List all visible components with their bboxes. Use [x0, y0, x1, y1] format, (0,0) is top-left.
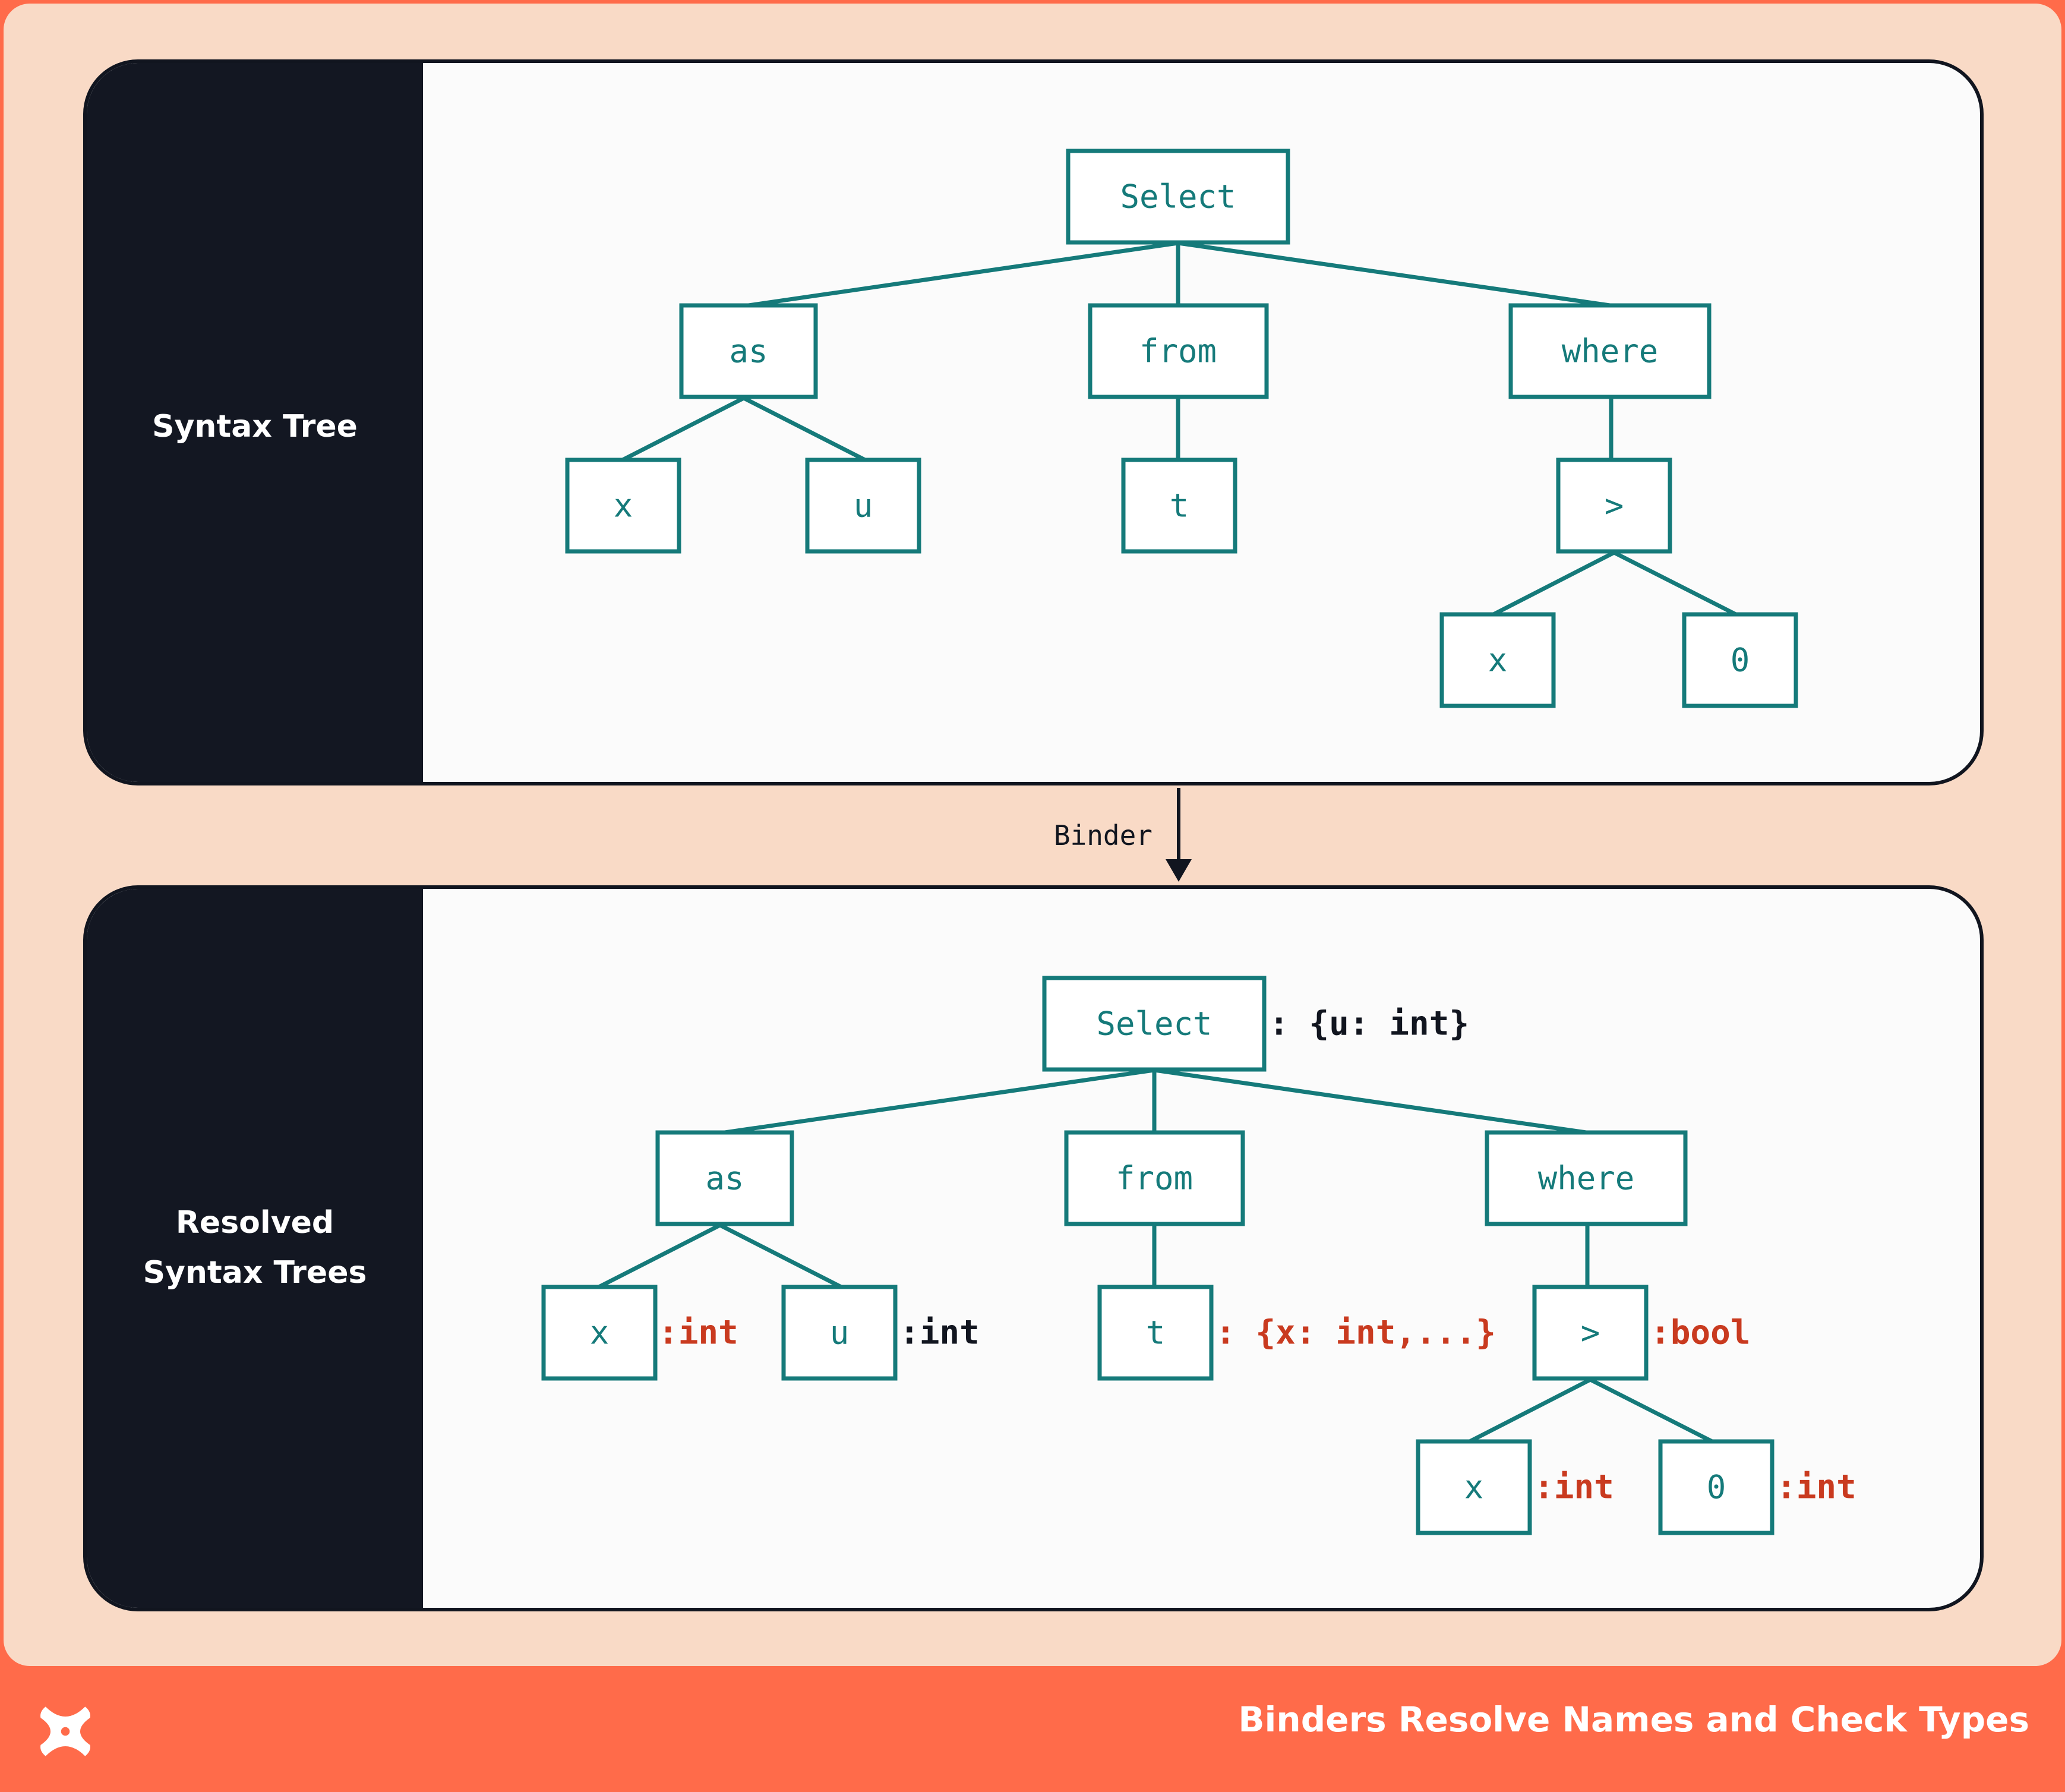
edge [621, 396, 745, 462]
edge [743, 396, 866, 462]
resolved-label-line1: Resolved [175, 1205, 334, 1241]
resolved-x-node: x [541, 1285, 658, 1381]
resolved-as-label: as [705, 1160, 744, 1197]
resolved-x-label: x [590, 1314, 610, 1352]
resolved-label-line2: Syntax Trees [143, 1255, 367, 1291]
resolved-zero-label: 0 [1707, 1469, 1726, 1506]
edge [1589, 1377, 1713, 1444]
edge [1492, 550, 1615, 617]
resolved-zero-node: 0 [1658, 1439, 1774, 1535]
resolved-gt-node: > [1532, 1285, 1649, 1381]
zero-node: 0 [1682, 612, 1798, 708]
resolved-syntax-trees-sidebar: Resolved Syntax Trees [87, 889, 423, 1608]
edge [748, 241, 1179, 308]
zero-type-annotation: :int [1776, 1468, 1856, 1507]
resolved-select-label: Select [1096, 1005, 1212, 1043]
bottom-tree: Select as from where x u [541, 976, 1856, 1535]
u-node: u [805, 458, 921, 554]
syntax-tree-sidebar: Syntax Tree [87, 63, 423, 782]
arrow-head-icon [1166, 859, 1192, 882]
t-node: t [1121, 458, 1237, 554]
resolved-u-node: u [781, 1285, 898, 1381]
from-node: from [1088, 303, 1269, 399]
edge [719, 1223, 842, 1289]
top-tree: Select as from where x u [565, 149, 1798, 708]
resolved-x2-node: x [1416, 1439, 1532, 1535]
as-node: as [679, 303, 818, 399]
x2-node: x [1439, 612, 1556, 708]
x2-type-annotation: :int [1534, 1468, 1614, 1507]
resolved-t-node: t [1097, 1285, 1214, 1381]
gt-type-annotation: :bool [1650, 1314, 1751, 1352]
edge [598, 1223, 721, 1289]
resolved-from-label: from [1116, 1160, 1193, 1197]
binder-label: Binder [1054, 819, 1153, 851]
select-node: Select [1066, 149, 1290, 245]
resolved-gt-label: > [1581, 1314, 1600, 1352]
where-node: where [1508, 303, 1712, 399]
edge [1177, 241, 1611, 308]
u-type-annotation: :int [899, 1314, 980, 1352]
where-node-label: where [1562, 333, 1659, 370]
x-logo-icon [40, 1706, 90, 1756]
x-type-annotation: :int [658, 1314, 738, 1352]
resolved-where-label: where [1538, 1160, 1635, 1197]
x-node: x [565, 458, 681, 554]
edge [1613, 550, 1737, 617]
syntax-tree-label: Syntax Tree [152, 409, 358, 444]
footer-title: Binders Resolve Names and Check Types [1238, 1699, 2029, 1740]
resolved-x2-label: x [1464, 1469, 1484, 1506]
resolved-t-label: t [1146, 1314, 1166, 1352]
resolved-where-node: where [1485, 1130, 1688, 1226]
x2-node-label: x [1488, 642, 1508, 679]
resolved-u-label: u [830, 1314, 850, 1352]
resolved-as-node: as [655, 1130, 794, 1226]
edge [724, 1068, 1155, 1135]
syntax-tree-card: Syntax Tree [83, 59, 1984, 785]
edge [1469, 1377, 1592, 1444]
from-node-label: from [1139, 333, 1217, 370]
gt-node-label: > [1605, 487, 1624, 525]
edge [1154, 1068, 1587, 1135]
resolved-select-node: Select [1042, 976, 1267, 1072]
u-node-label: u [854, 487, 873, 525]
gt-node: > [1556, 458, 1672, 554]
x-node-label: x [614, 487, 633, 525]
select-type-annotation: : {u: int} [1269, 1005, 1469, 1043]
binder-arrow: Binder [1054, 788, 1192, 882]
resolved-from-node: from [1064, 1130, 1245, 1226]
select-node-label: Select [1120, 178, 1236, 216]
t-type-annotation: : {x: int,...} [1215, 1314, 1496, 1352]
t-node-label: t [1170, 487, 1189, 525]
zero-node-label: 0 [1731, 642, 1750, 679]
as-node-label: as [729, 333, 768, 370]
